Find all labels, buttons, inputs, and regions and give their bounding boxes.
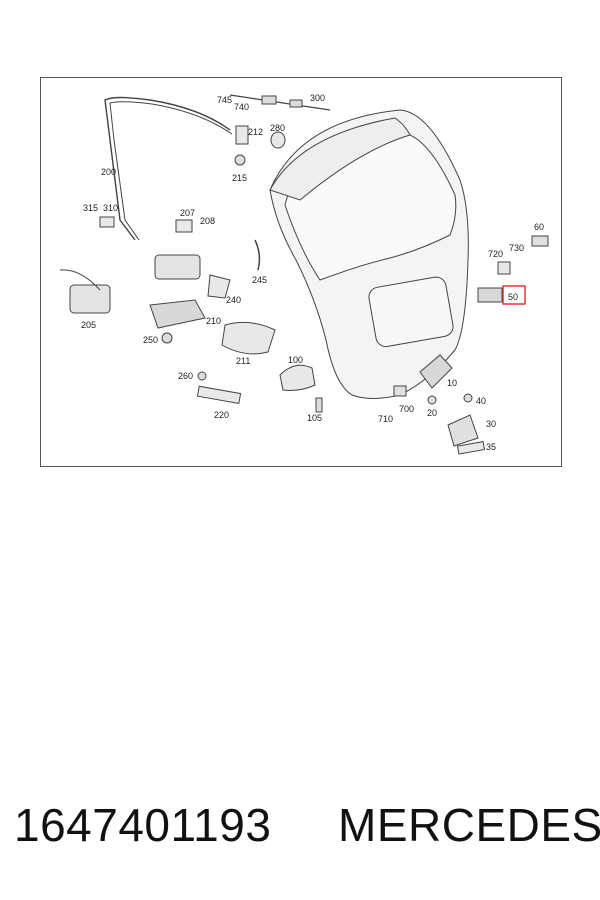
part-720 xyxy=(497,261,511,275)
callout-205: 205 xyxy=(81,320,96,330)
callout-260: 260 xyxy=(178,371,193,381)
callout-740: 740 xyxy=(234,102,249,112)
callout-700: 700 xyxy=(399,404,414,414)
part-40 xyxy=(463,393,473,403)
part-212 xyxy=(235,125,249,145)
callout-100: 100 xyxy=(288,355,303,365)
part-207 xyxy=(175,219,193,233)
callout-220: 220 xyxy=(214,410,229,420)
part-240 xyxy=(207,274,231,299)
callout-710: 710 xyxy=(378,414,393,424)
callout-50: 50 xyxy=(508,292,518,302)
release-cable xyxy=(104,96,231,241)
part-245 xyxy=(254,239,261,271)
callout-211: 211 xyxy=(236,356,250,366)
callout-300: 300 xyxy=(310,93,325,103)
part-20 xyxy=(427,395,437,405)
part-260 xyxy=(197,371,207,381)
part-250 xyxy=(161,332,173,344)
actuator-upper xyxy=(154,254,201,280)
callout-35: 35 xyxy=(486,442,496,452)
callout-215: 215 xyxy=(232,173,247,183)
latch-10 xyxy=(419,354,453,389)
striker-30 xyxy=(447,414,479,447)
callout-210: 210 xyxy=(206,316,221,326)
callout-310: 310 xyxy=(103,203,118,213)
part-50 xyxy=(477,287,503,303)
callout-280: 280 xyxy=(270,123,285,133)
callout-208: 208 xyxy=(200,216,215,226)
cover-211 xyxy=(221,321,276,355)
callout-60: 60 xyxy=(534,222,544,232)
license-plate-recess xyxy=(368,276,454,348)
callout-200: 200 xyxy=(101,167,116,177)
operating-rod xyxy=(229,94,331,111)
part-700 xyxy=(393,385,407,397)
part-35 xyxy=(456,441,486,455)
part-215 xyxy=(234,154,246,166)
callout-315: 315 xyxy=(83,203,98,213)
exploded-parts-diagram: 745 740 300 212 280 215 200 315 310 207 … xyxy=(59,93,549,455)
callout-20: 20 xyxy=(427,408,437,418)
brand-name: MERCEDES xyxy=(338,799,600,851)
callout-250: 250 xyxy=(143,335,158,345)
callout-245: 245 xyxy=(252,275,267,285)
callout-240: 240 xyxy=(226,295,241,305)
callout-730: 730 xyxy=(509,243,524,253)
part-100 xyxy=(279,364,316,391)
diagram-frame xyxy=(40,77,562,467)
callout-40: 40 xyxy=(476,396,486,406)
callout-212: 212 xyxy=(248,127,263,137)
highlighted-callout-box xyxy=(502,285,526,305)
callout-10: 10 xyxy=(447,378,457,388)
actuator-205 xyxy=(69,284,111,314)
tailgate-spoiler xyxy=(269,117,411,201)
part-280 xyxy=(270,131,286,149)
callout-207: 207 xyxy=(180,208,195,218)
callout-105: 105 xyxy=(307,413,322,423)
part-60 xyxy=(531,235,549,247)
callout-30: 30 xyxy=(486,419,496,429)
callout-720: 720 xyxy=(488,249,503,259)
caption-bar: 1647401193 MERCEDES xyxy=(0,798,600,868)
part-number: 1647401193 xyxy=(14,799,272,851)
callout-745: 745 xyxy=(217,95,232,105)
part-310 xyxy=(99,216,115,228)
control-unit-210 xyxy=(149,299,206,329)
part-105 xyxy=(315,397,323,413)
bracket-220 xyxy=(196,385,242,404)
